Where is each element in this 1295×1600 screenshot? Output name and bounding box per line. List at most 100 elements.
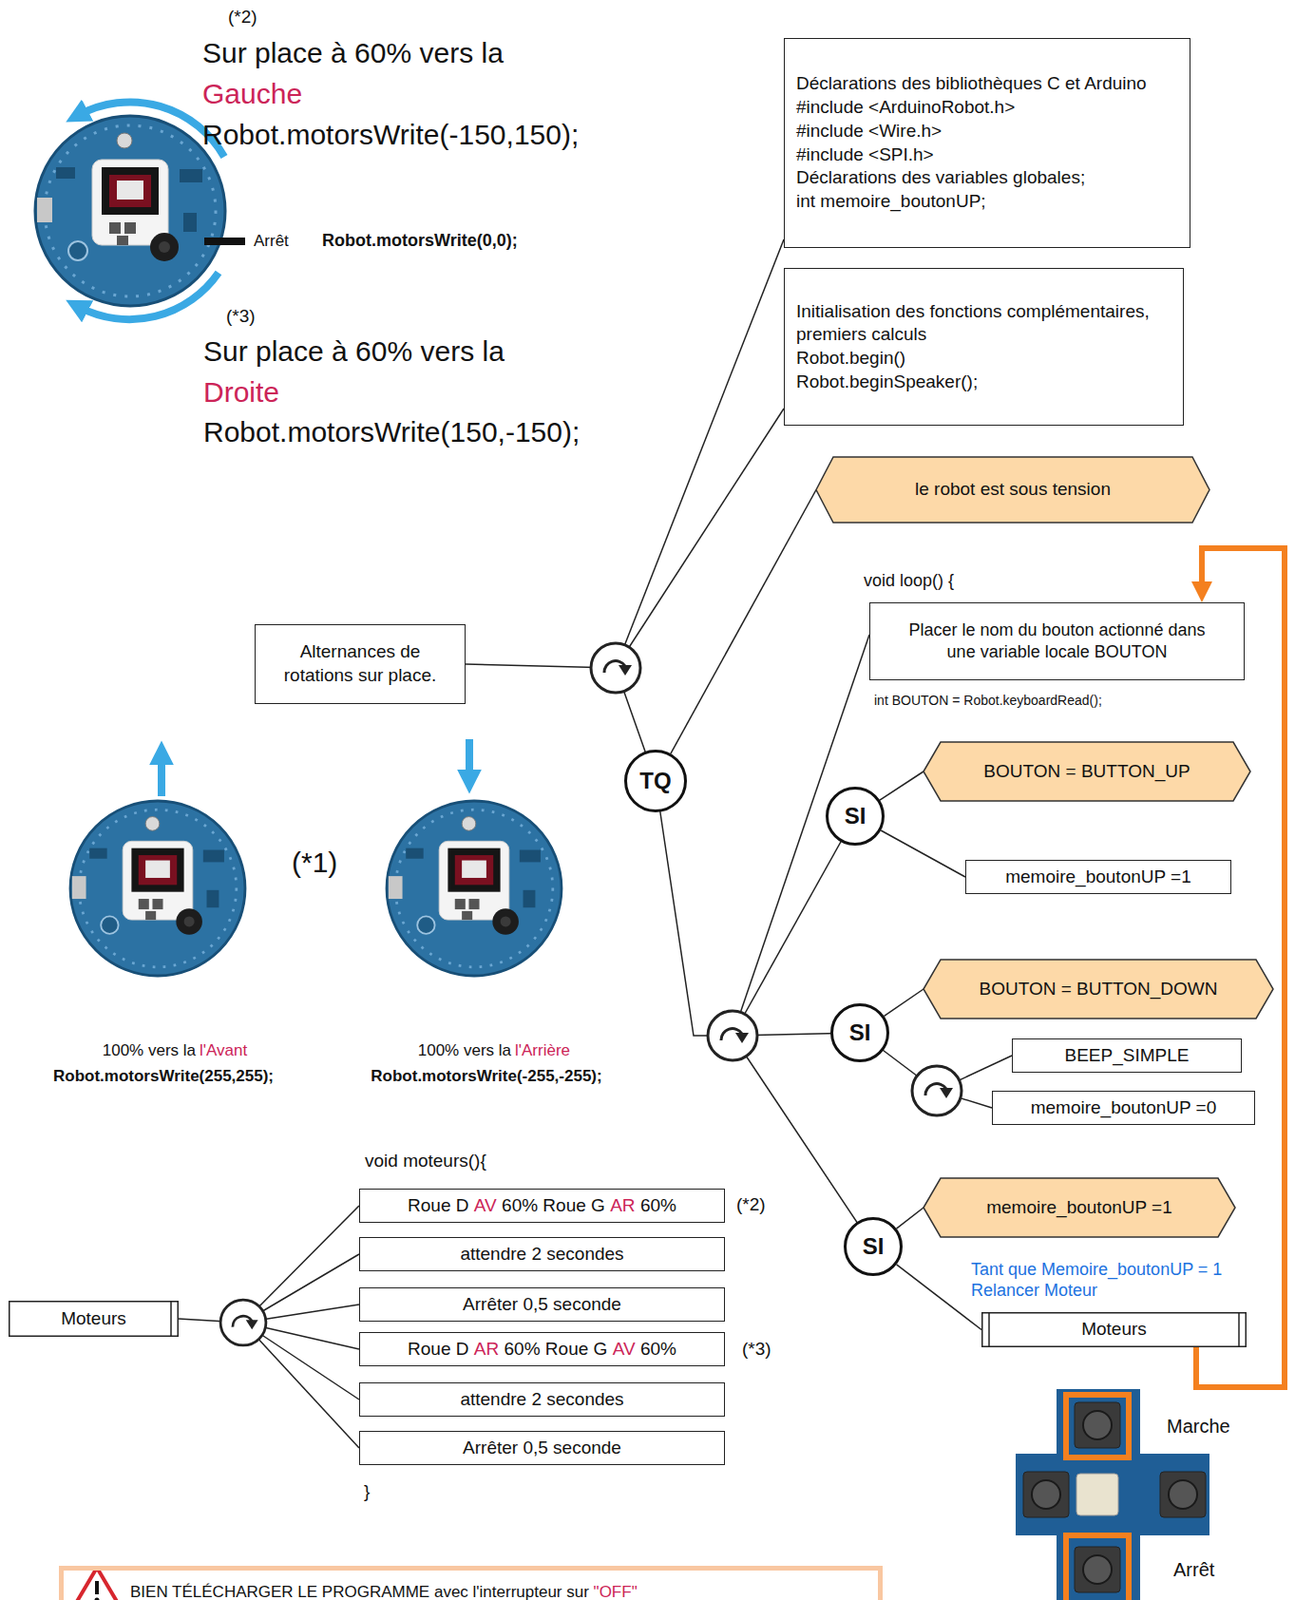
node-text: memoire_boutonUP =1 [1005, 865, 1192, 890]
direction-word: l'Arrière [514, 1041, 571, 1061]
node-text: Déclarations des variables globales; [796, 166, 1086, 191]
node-text: Placer le nom du bouton actionné dans un… [906, 619, 1208, 665]
hexagon-shape [923, 1178, 1236, 1238]
subroutine-shape [9, 1301, 179, 1337]
node-text: 60% [640, 1194, 677, 1219]
code-label: void loop() { [863, 571, 954, 592]
code-label: } [363, 1481, 370, 1504]
node-text: Initialisation des fonctions complémenta… [796, 300, 1172, 347]
node-text: 60% Roue G [501, 1194, 606, 1219]
node-text: attendre 2 secondes [459, 1242, 624, 1267]
action-box: memoire_boutonUP =1 [965, 859, 1232, 895]
node-text: "OFF" [593, 1581, 638, 1600]
warning-box: BIEN TÉLÉCHARGER LE PROGRAMME avec l'int… [58, 1565, 883, 1600]
node-text: memoire_boutonUP =0 [1030, 1096, 1218, 1121]
sequence-symbol [912, 1066, 962, 1116]
direction-arrow [465, 739, 474, 780]
node-text: BEEP_SIMPLE [1065, 1044, 1190, 1068]
node-text: BIEN TÉLÉCHARGER LE PROGRAMME avec l'int… [130, 1581, 590, 1600]
annotation: Sur place à 60% vers la [203, 334, 505, 369]
node-text: Roue D [407, 1337, 469, 1362]
code-label: void moteurs(){ [364, 1150, 487, 1173]
node-text: AV [612, 1337, 636, 1362]
button-label: Arrêt [1173, 1558, 1215, 1581]
subroutine-bar [988, 1312, 991, 1348]
action-box: BEEP_SIMPLE [1011, 1038, 1242, 1073]
subroutine-bar [170, 1300, 172, 1337]
node-text: memoire_boutonUP =1 [986, 1196, 1173, 1220]
node-text: #include <Wire.h> [796, 119, 942, 144]
step-box: Arrêter 0,5 seconde [359, 1430, 725, 1466]
hexagon-shape [816, 457, 1210, 523]
button-label: Marche [1166, 1414, 1231, 1438]
subroutine-shape [982, 1313, 1247, 1348]
node-text: 60% Roue G [504, 1337, 609, 1362]
subroutine-box: Moteurs [981, 1312, 1247, 1348]
connector [884, 989, 924, 1016]
node-text: TQ [639, 765, 671, 796]
code-label: Robot.motorsWrite(-150,150); [202, 117, 579, 153]
stop-bar [204, 237, 246, 246]
test-circle: SI [843, 1217, 903, 1276]
sequence-symbol [220, 1299, 267, 1346]
node-text: Moteurs [1081, 1317, 1147, 1342]
node-text: #include <ArduinoRobot.h> [796, 95, 1015, 120]
node-text: le robot est sous tension [914, 477, 1111, 502]
condition-hexagon: BOUTON = BUTTON_DOWN [923, 959, 1274, 1019]
action-box: memoire_boutonUP =0 [991, 1090, 1256, 1125]
node-text: Déclarations des bibliothèques C et Ardu… [796, 72, 1147, 96]
sequence-symbol [590, 643, 641, 693]
connector [896, 1207, 924, 1229]
code-label: Robot.motorsWrite(255,255); [53, 1066, 274, 1086]
node-text: Robot.begin() [796, 346, 906, 371]
condition-hexagon: BOUTON = BUTTON_UP [923, 742, 1251, 801]
hexagon-shape [923, 959, 1274, 1019]
annotation: 100% vers la [418, 1041, 512, 1061]
declaration-box: Déclarations des bibliothèques C et Ardu… [783, 38, 1191, 248]
callout-number: (*1) [291, 845, 338, 880]
callout-number: (*2) [228, 6, 258, 29]
node-text: Arrêter 0,5 seconde [462, 1436, 622, 1461]
annotation: Sur place à 60% vers la [202, 36, 504, 71]
circle-shape [832, 1005, 889, 1062]
robot-drawing [35, 115, 226, 306]
condition-hexagon: memoire_boutonUP =1 [923, 1178, 1236, 1238]
loop-circle: TQ [624, 749, 687, 813]
note: Tant que Memoire_boutonUP = 1 Relancer M… [971, 1259, 1276, 1301]
direction-word: Droite [203, 375, 280, 410]
node-text: AR [474, 1337, 499, 1362]
node-text: BOUTON = BUTTON_UP [983, 760, 1190, 784]
code-label: Robot.motorsWrite(0,0); [322, 230, 518, 252]
setup-box: Initialisation des fonctions complémenta… [783, 267, 1184, 426]
test-circle: SI [830, 1003, 890, 1063]
connector [879, 771, 924, 800]
direction-arrow [157, 755, 166, 797]
node-text: Moteurs [60, 1307, 127, 1332]
code-label: int BOUTON = Robot.keyboardRead(); [874, 692, 1103, 709]
callout-number: (*3) [742, 1338, 772, 1361]
node-text: SI [849, 1017, 872, 1048]
connector [896, 1264, 982, 1331]
warning-sign [72, 1567, 122, 1600]
annotation: 100% vers la [102, 1041, 196, 1061]
node-text: AR [609, 1194, 635, 1219]
node-text: 60% [640, 1337, 677, 1362]
circle-shape [626, 751, 686, 812]
node-text: SI [862, 1231, 885, 1261]
code-label: Robot.motorsWrite(150,-150); [203, 415, 580, 450]
circle-shape [845, 1218, 902, 1276]
connector [880, 830, 966, 877]
node-text: Arrêter 0,5 seconde [462, 1293, 622, 1317]
sequence-symbol [707, 1010, 758, 1061]
robot-drawing [386, 800, 562, 976]
action-box: Alternances de rotations sur place. [254, 624, 466, 705]
direction-word: Gauche [202, 76, 303, 112]
circle-shape [827, 788, 884, 845]
connector [670, 490, 817, 755]
node-text: int memoire_boutonUP; [796, 190, 987, 214]
node-text: SI [844, 800, 867, 831]
node-text: Alternances de rotations sur place. [265, 640, 456, 687]
step-box: Roue DAR60% Roue GAV60% [359, 1332, 725, 1367]
